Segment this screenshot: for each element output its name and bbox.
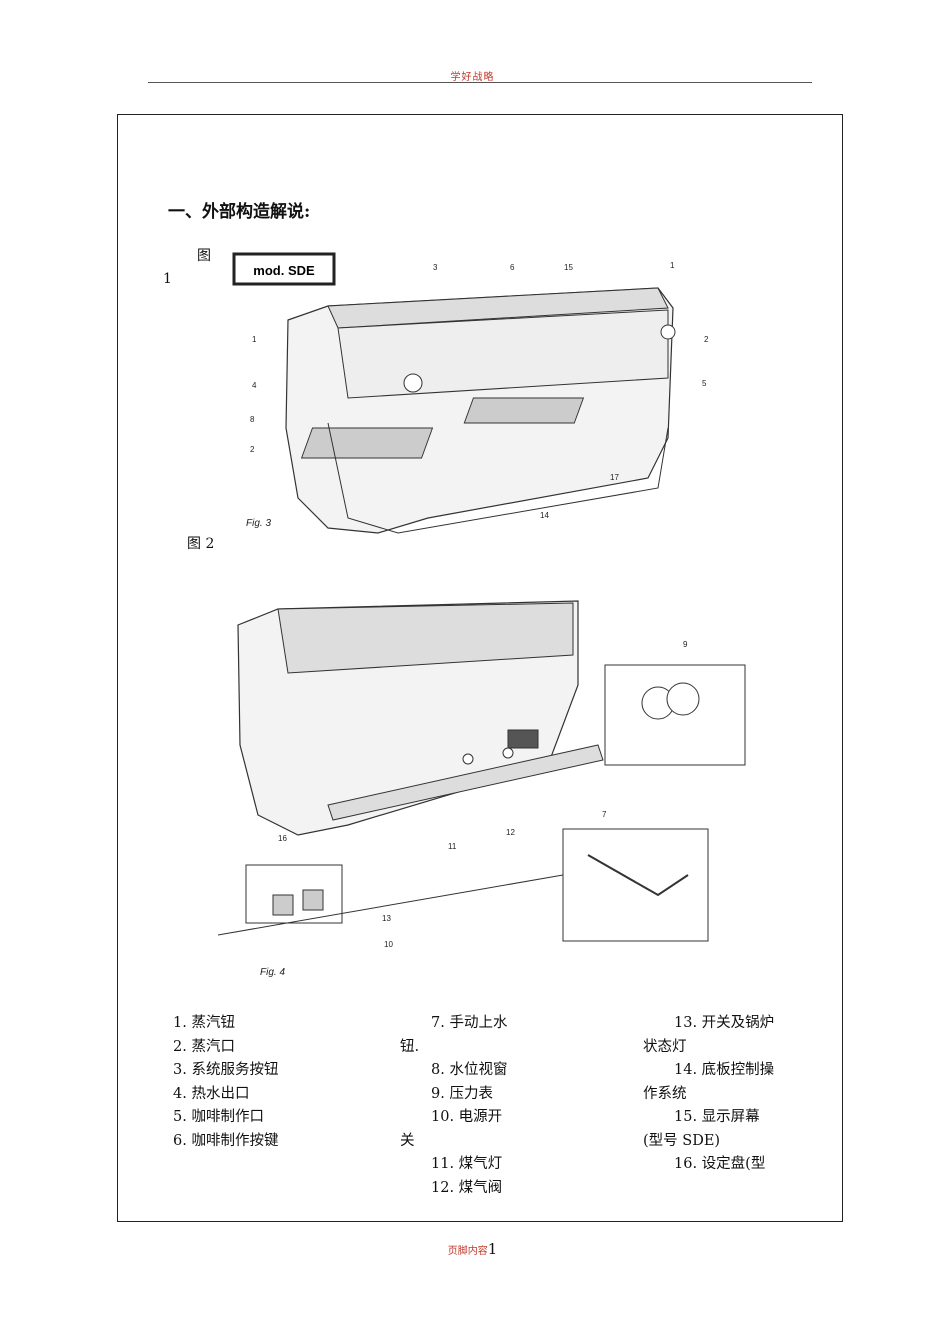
model-badge-text: mod. SDE (253, 263, 315, 278)
callout: 7 (602, 810, 607, 819)
gas-light (462, 753, 474, 765)
legend-item: 12. 煤气阀 (431, 1179, 503, 1196)
legend-item: 状态灯 (643, 1038, 687, 1055)
figure2-callouts: 9 16 11 12 7 13 10 (278, 640, 688, 949)
model-badge-box (232, 252, 336, 286)
cup-tray (277, 602, 574, 674)
callout: 9 (683, 640, 688, 649)
section-heading: 一、外部构造解说: (168, 202, 311, 222)
legend-item: 7. 手动上水 (431, 1015, 508, 1031)
legend-column-1: 1. 蒸汽钮 2. 蒸汽口 3. 系统服务按钮 4. 热水出口 5. 咖啡制作口… (173, 1012, 278, 1153)
figure2-label: 图 2 (187, 536, 215, 552)
legend-column-3: 13. 开关及锅炉 状态灯 14. 底板控制操 作系统 15. 显示屏幕 (型号… (643, 1012, 774, 1177)
figure1-caption: Fig. 3 (246, 518, 271, 529)
callout: 5 (702, 379, 707, 388)
legend-column-2: 7. 手动上水 钮. 8. 水位视窗 9. 压力表 10. 电源开 关 11. … (400, 1012, 507, 1200)
callout: 6 (510, 263, 515, 272)
legend-item: 5. 咖啡制作口 (173, 1109, 264, 1125)
legend-item: (型号 SDE) (643, 1132, 721, 1149)
callout: 11 (448, 842, 457, 851)
callout: 17 (610, 473, 619, 482)
legend-item: 4. 热水出口 (173, 1085, 250, 1102)
legend-item: 15. 显示屏幕 (674, 1109, 760, 1125)
valve-pipe (587, 854, 689, 897)
pressure-gauge-2 (666, 682, 700, 716)
callout: 15 (564, 263, 573, 272)
figure2-caption: Fig. 4 (260, 967, 285, 978)
counter-line (218, 874, 564, 936)
legend-item: 1. 蒸汽钮 (173, 1015, 235, 1031)
content-frame (117, 114, 843, 1222)
figure1-callouts: 3 6 15 1 1 2 4 5 8 2 17 14 (250, 261, 709, 520)
callout: 2 (250, 445, 255, 454)
callout: 1 (252, 335, 257, 344)
figure1-label-part2: 1 (163, 271, 172, 287)
callout: 8 (250, 415, 255, 424)
legend-item: 11. 煤气灯 (431, 1156, 503, 1172)
figure1-drawing: mod. SDE Fig. 3 3 6 15 1 1 2 4 5 8 2 17 … (232, 252, 709, 534)
callout: 1 (670, 261, 675, 270)
drip-tray-grate (300, 427, 434, 459)
steam-knob-left (403, 373, 423, 393)
page-number: 1 (487, 1240, 498, 1258)
callout: 13 (382, 914, 391, 923)
callout: 14 (540, 511, 549, 520)
callout: 12 (506, 828, 515, 837)
switch-1 (272, 894, 294, 916)
legend-item: 6. 咖啡制作按键 (173, 1132, 279, 1149)
switch-2 (302, 889, 324, 911)
legend-item: 8. 水位视窗 (431, 1062, 508, 1078)
page-header: 学好战略 (450, 72, 495, 83)
base-line (327, 422, 669, 534)
legend-item: 作系统 (643, 1085, 687, 1102)
callout: 3 (433, 263, 438, 272)
legend-item: 13. 开关及锅炉 (674, 1015, 775, 1031)
legend-item: 16. 设定盘(型 (674, 1156, 766, 1172)
drip-tray-grate-2 (463, 397, 585, 424)
legend-item: 10. 电源开 (431, 1109, 503, 1125)
header-rule (148, 82, 812, 83)
callout: 4 (252, 381, 257, 390)
front-panel (337, 309, 669, 399)
inset-valve (562, 828, 709, 942)
gas-valve (502, 747, 514, 759)
cup-tray (327, 287, 669, 329)
callout: 10 (384, 940, 393, 949)
steam-knob-right (660, 324, 676, 340)
inset-switches (245, 864, 343, 924)
control-panel-display (507, 729, 539, 749)
drip-tray-front (327, 744, 604, 821)
legend-item: 9. 压力表 (431, 1085, 493, 1102)
page-footer: 页脚内容1 (0, 1240, 945, 1258)
figure1-label-part1: 图 (197, 248, 211, 264)
figure2-drawing: Fig. 4 9 16 11 12 7 13 10 (218, 600, 746, 978)
footer-label: 页脚内容 (447, 1246, 488, 1257)
callout: 2 (704, 335, 709, 344)
legend-item: 2. 蒸汽口 (173, 1038, 235, 1055)
callout: 16 (278, 834, 287, 843)
inset-gauges (604, 664, 746, 766)
legend-item: 钮. (400, 1038, 420, 1055)
legend-item: 14. 底板控制操 (674, 1062, 775, 1078)
legend-item: 关 (400, 1132, 415, 1149)
legend-item: 3. 系统服务按钮 (173, 1062, 279, 1078)
